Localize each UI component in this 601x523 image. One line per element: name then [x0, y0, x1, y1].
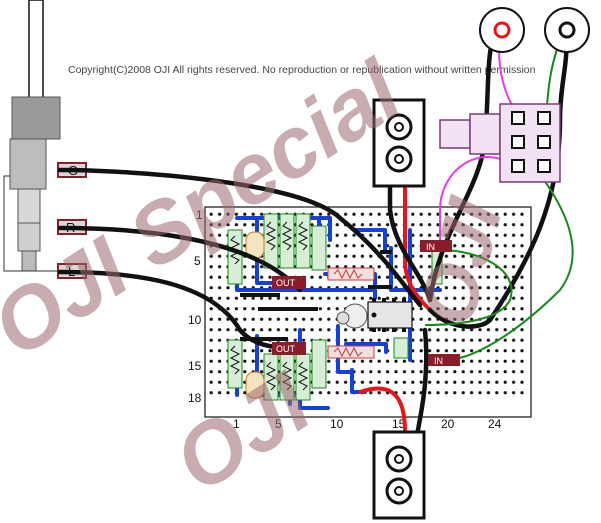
row-label: 15 — [188, 359, 202, 373]
red-wires — [358, 183, 432, 434]
column-label: 15 — [392, 417, 406, 431]
row-labels: 1 5 10 15 18 — [188, 208, 203, 405]
column-label: 1 — [233, 417, 240, 431]
potentiometer-icon — [439, 103, 561, 183]
column-label: 10 — [330, 417, 344, 431]
column-label: 5 — [275, 417, 282, 431]
signal-tags: IN IN OUT OUT — [272, 240, 460, 366]
row-label: 10 — [188, 313, 202, 327]
audio-plug-icon — [3, 0, 61, 272]
copyright-text: Copyright(C)2008 OJI All rights reserved… — [68, 64, 536, 76]
capacitors — [245, 231, 368, 399]
row-label: 18 — [188, 391, 202, 405]
tag-label: OUT — [276, 278, 296, 288]
terminal-block-icon — [372, 430, 426, 520]
resistor-symbols — [229, 221, 309, 391]
column-label: 20 — [441, 417, 455, 431]
tag-label: OUT — [276, 344, 296, 354]
copper-traces — [235, 216, 442, 410]
jumper-pads — [240, 250, 392, 341]
row-label: 1 — [196, 208, 203, 222]
row-label: 5 — [194, 254, 201, 268]
ic-chip — [367, 298, 413, 332]
column-labels: 1 5 10 15 20 24 — [233, 417, 502, 431]
horizontal-resistors — [327, 267, 375, 359]
column-label: 24 — [488, 417, 502, 431]
rca-jack-icon — [479, 7, 525, 53]
rca-jack-icon — [544, 7, 590, 53]
tag-label: IN — [434, 356, 443, 366]
tag-label: IN — [426, 242, 435, 252]
terminal-block-icon — [372, 98, 426, 188]
